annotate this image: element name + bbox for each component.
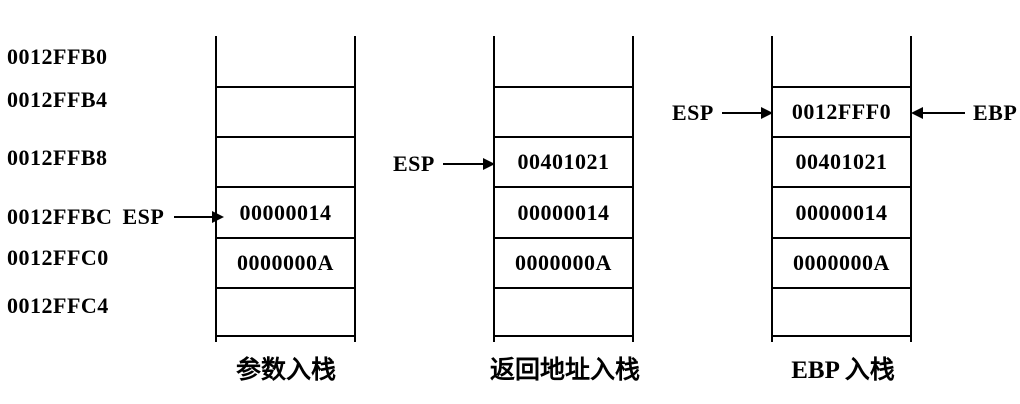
- stack-cell: 00401021: [773, 136, 910, 186]
- cell-value: 0012FFF0: [791, 99, 892, 124]
- stack-cell: [217, 136, 354, 186]
- ebp-register-label: EBP: [973, 100, 1018, 125]
- stack-cell: [217, 287, 354, 337]
- arrow-right-icon: [721, 107, 773, 119]
- stack-cell: 0000000A: [217, 237, 354, 287]
- cell-value: 00401021: [517, 149, 610, 174]
- address-label: 0012FFB0: [7, 44, 108, 69]
- arrow-right-icon: [442, 158, 495, 170]
- cell-value: 0000000A: [793, 250, 890, 275]
- stack-cell: 0000000A: [495, 237, 632, 287]
- stack-cell: [495, 287, 632, 337]
- esp-pointer: 0012FFBC ESP: [7, 204, 225, 230]
- address-label: 0012FFC4: [7, 293, 109, 318]
- stack-caption: 参数入栈: [235, 357, 336, 384]
- stack-caption: 返回地址入栈: [489, 357, 640, 384]
- esp-pointer: ESP: [672, 100, 773, 126]
- param-stack: 00000014 0000000A: [215, 36, 356, 342]
- stack-cell: 00000014: [217, 186, 354, 237]
- cell-value: 0000000A: [515, 250, 612, 275]
- cell-value: 00000014: [239, 199, 332, 225]
- cell-value: 00401021: [795, 149, 888, 174]
- stack-cell: 00000014: [495, 186, 632, 237]
- stack-cell: 0012FFF0: [773, 86, 910, 136]
- address-label: 0012FFB8: [7, 145, 108, 170]
- stack-cell: [773, 36, 910, 86]
- cell-value: 00000014: [517, 199, 610, 225]
- address-label: 0012FFB4: [7, 87, 108, 112]
- ebp-pointer: EBP: [911, 100, 1018, 126]
- stack-cell: [495, 36, 632, 86]
- esp-register-label: ESP: [122, 204, 165, 229]
- stack-caption: EBP 入栈: [791, 357, 895, 384]
- esp-pointer: ESP: [393, 151, 495, 177]
- esp-register-label: ESP: [672, 100, 714, 125]
- address-label: 0012FFC0: [7, 245, 109, 270]
- stack-cell: 00000014: [773, 186, 910, 237]
- stack-cell: [495, 86, 632, 136]
- stack-cell: [773, 287, 910, 337]
- stack-cell: [217, 36, 354, 86]
- stack-cell: [217, 86, 354, 136]
- esp-register-label: ESP: [393, 151, 435, 176]
- arrow-left-icon: [911, 107, 965, 119]
- stack-cell: 00401021: [495, 136, 632, 186]
- return-address-stack: 00401021 00000014 0000000A: [493, 36, 634, 342]
- cell-value: 0000000A: [237, 250, 334, 275]
- stack-cell: 0000000A: [773, 237, 910, 287]
- cell-value: 00000014: [795, 199, 888, 225]
- ebp-stack: 0012FFF0 00401021 00000014 0000000A: [771, 36, 912, 342]
- address-label: 0012FFBC: [7, 204, 113, 229]
